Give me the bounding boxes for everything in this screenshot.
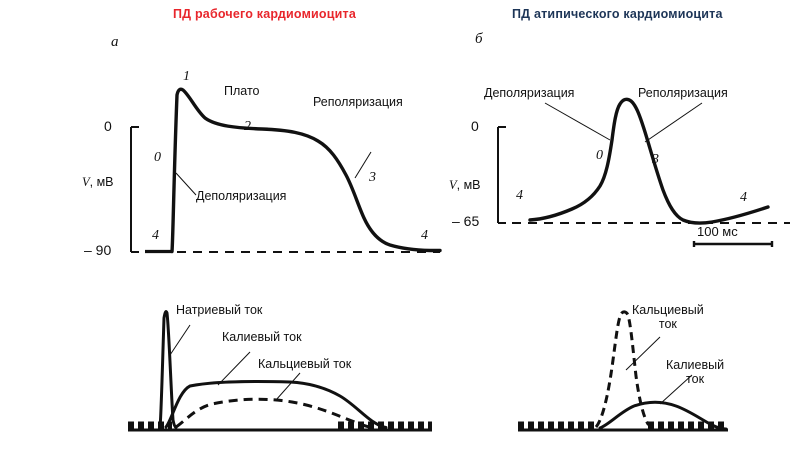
panel-c-plot bbox=[128, 310, 432, 432]
panel-a-ytick-top: 0 bbox=[104, 118, 112, 134]
panel-b-action-potential-curve bbox=[528, 97, 770, 225]
panel-letter-a: а bbox=[111, 34, 119, 50]
panel-a-phase-3: 3 bbox=[369, 170, 376, 185]
panel-b-scalebar-label: 100 мс bbox=[697, 224, 738, 239]
panel-a-action-potential-curve bbox=[170, 87, 442, 254]
panel-letter-b: б bbox=[475, 31, 483, 47]
panel-d-plot bbox=[518, 310, 728, 432]
panel-a-phase-2: 2 bbox=[244, 119, 251, 134]
panel-a-depolarization-leader bbox=[175, 172, 197, 196]
panel-a-ytick-bottom: – 90 bbox=[84, 242, 112, 258]
panel-c-potassium-current-curve bbox=[164, 379, 388, 429]
panel-c-sodium-label: Натриевый ток bbox=[176, 303, 263, 317]
panel-b-phase-0: 0 bbox=[596, 148, 603, 163]
panel-a-axis-label: V, мВ bbox=[82, 175, 114, 190]
panel-a-depolarization-label: Деполяризация bbox=[196, 189, 287, 203]
panel-b-ytick-top: 0 bbox=[471, 118, 479, 134]
panel-c-calcium-current-curve bbox=[175, 397, 375, 430]
panel-b-scalebar bbox=[692, 241, 774, 247]
panel-a-plot bbox=[130, 87, 442, 254]
panel-b-phase-4-right: 4 bbox=[740, 190, 747, 205]
panel-c-potassium-leader bbox=[217, 351, 251, 386]
panel-a-phase-0: 0 bbox=[154, 150, 161, 165]
panel-c-calcium-leader bbox=[275, 372, 301, 401]
title-left: ПД рабочего кардиомиоцита bbox=[173, 7, 356, 21]
panel-d-potassium-label-line1: Калиевый bbox=[666, 358, 725, 372]
panel-c-calcium-label: Кальциевый ток bbox=[258, 357, 352, 371]
panel-a-repolarization-label: Реполяризация bbox=[313, 95, 403, 109]
panel-d-calcium-leader bbox=[625, 336, 661, 371]
panel-b-axis-label-unit: , мВ bbox=[456, 178, 481, 192]
panel-d-potassium-leader bbox=[659, 374, 693, 405]
panel-a-phase-4-right: 4 bbox=[421, 228, 428, 243]
panel-b-axis-label: V, мВ bbox=[449, 178, 481, 193]
panel-c-sodium-leader bbox=[169, 324, 191, 356]
panel-d-calcium-label: Кальциевый ток bbox=[632, 303, 704, 332]
panel-a-y-axis-bracket bbox=[130, 126, 139, 253]
panel-d-potassium-label-line2: ток bbox=[686, 372, 705, 387]
panel-d-potassium-current-curve bbox=[598, 400, 728, 431]
panel-b-phase-3: 3 bbox=[652, 152, 659, 167]
panel-c-sodium-current-curve bbox=[158, 310, 178, 429]
panel-c-potassium-label: Калиевый ток bbox=[222, 330, 302, 344]
panel-a-axis-label-unit: , мВ bbox=[89, 175, 114, 189]
panel-a-repolarization-leader bbox=[354, 151, 372, 179]
panel-a-axis-label-v: V bbox=[82, 175, 90, 189]
panel-d-potassium-label: Калиевый ток bbox=[666, 358, 724, 387]
panel-b-repolarization-leader bbox=[644, 102, 703, 143]
panel-b-axis-label-v: V bbox=[449, 178, 457, 192]
panel-b-depolarization-label: Деполяризация bbox=[484, 86, 575, 100]
panel-d-calcium-label-line2: ток bbox=[658, 317, 677, 332]
panel-a-phase-4-left: 4 bbox=[152, 228, 159, 243]
panel-b-depolarization-leader bbox=[544, 102, 611, 141]
panel-a-phase-1: 1 bbox=[183, 69, 190, 84]
panel-b-y-axis-bracket bbox=[497, 126, 506, 224]
panel-d-calcium-label-line1: Кальциевый bbox=[632, 303, 704, 317]
panel-b-phase-4-left: 4 bbox=[516, 188, 523, 203]
title-right: ПД атипического кардиомиоцита bbox=[512, 7, 723, 21]
panel-b-plot bbox=[497, 97, 790, 247]
panel-d-calcium-current-curve bbox=[594, 310, 657, 430]
panel-b-ytick-bottom: – 65 bbox=[452, 213, 480, 229]
panel-a-plateau-label: Плато bbox=[224, 84, 260, 98]
panel-b-repolarization-label: Реполяризация bbox=[638, 86, 728, 100]
